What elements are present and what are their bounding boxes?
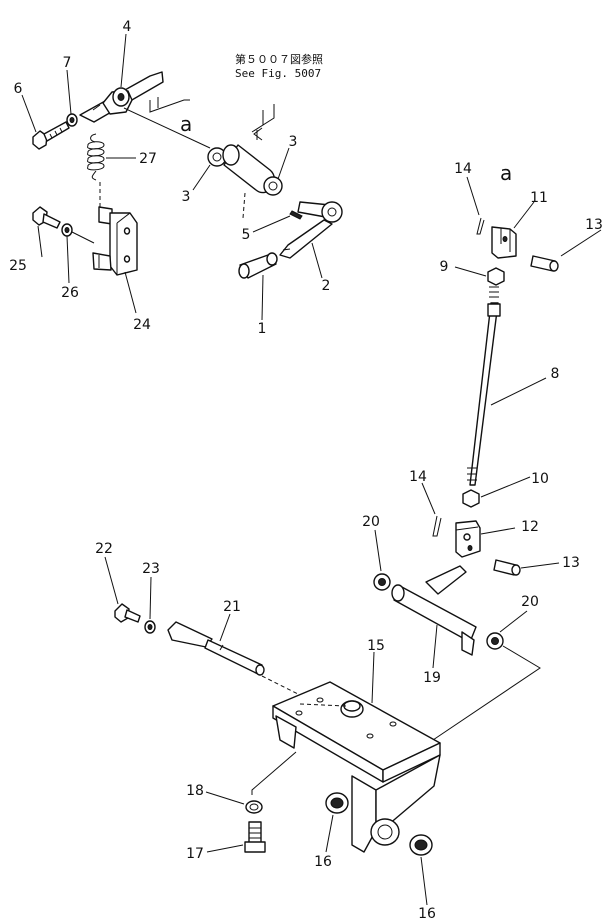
lever-4 <box>79 71 211 149</box>
callout-16-right: 16 <box>418 906 436 921</box>
callout-25: 25 <box>9 258 27 274</box>
shaft-lever-19 <box>391 565 477 656</box>
reference-note-en: See Fig. 5007 <box>235 67 321 80</box>
callout-3-left: 3 <box>182 189 191 205</box>
bolt-6 <box>32 121 70 150</box>
callout-21: 21 <box>223 599 241 615</box>
callout-1: 1 <box>258 321 267 337</box>
callout-27: 27 <box>139 151 157 167</box>
callout-20-right: 20 <box>521 594 539 610</box>
bracket-24 <box>92 206 138 276</box>
callout-13-top: 13 <box>585 217 603 233</box>
bolt-22 <box>114 603 141 623</box>
callout-9: 9 <box>440 259 449 275</box>
callout-5: 5 <box>242 227 251 243</box>
callout-24: 24 <box>133 317 151 333</box>
pin-13-top <box>530 255 559 272</box>
rod-8 <box>467 286 501 486</box>
callout-15: 15 <box>367 638 385 654</box>
callout-16-left: 16 <box>314 854 332 870</box>
callout-20-left: 20 <box>362 514 380 530</box>
bolt-17 <box>244 821 266 853</box>
bushing-20-right <box>429 632 541 743</box>
callout-10: 10 <box>531 471 549 487</box>
rod-21 <box>167 621 301 696</box>
cotter-pin-14-lower <box>432 515 442 537</box>
clevis-12 <box>455 520 481 558</box>
nut-10 <box>462 489 480 508</box>
callout-12: 12 <box>521 519 539 535</box>
callout-3-right: 3 <box>289 134 298 150</box>
washer-7 <box>66 113 78 127</box>
pin-5 <box>289 210 303 220</box>
linkage-shaft <box>251 104 275 141</box>
bushing-20-left <box>373 573 391 591</box>
clevis-11 <box>491 226 517 259</box>
callout-18: 18 <box>186 783 204 799</box>
callout-23: 23 <box>142 561 160 577</box>
callout-8: 8 <box>551 366 560 382</box>
callout-17: 17 <box>186 846 204 862</box>
washer-23 <box>144 620 156 634</box>
view-mark-a-right: a <box>500 161 512 185</box>
callout-11: 11 <box>530 190 548 206</box>
callout-26: 26 <box>61 285 79 301</box>
collar-3-right <box>263 176 283 196</box>
bracket-15 <box>251 681 441 853</box>
bolt-25 <box>32 206 61 229</box>
cotter-pin-14-top <box>476 217 485 235</box>
callout-labels: 1 2 3 3 4 5 6 7 8 9 10 11 12 13 13 14 14… <box>9 19 603 921</box>
callout-19: 19 <box>423 670 441 686</box>
shaft-1 <box>238 252 278 279</box>
leader-lines <box>21 33 602 906</box>
callout-6: 6 <box>14 81 23 97</box>
bushing-16-right <box>409 834 433 856</box>
washer-18 <box>245 800 263 814</box>
view-mark-a-left: a <box>180 112 192 136</box>
callout-4: 4 <box>123 19 132 35</box>
callout-14-top: 14 <box>454 161 472 177</box>
reference-note-jp: 第５００７図参照 <box>235 52 323 66</box>
spring-27 <box>87 133 105 208</box>
callout-13-lower: 13 <box>562 555 580 571</box>
callout-22: 22 <box>95 541 113 557</box>
lever-2 <box>279 201 343 259</box>
callout-7: 7 <box>63 55 72 71</box>
nut-9 <box>487 267 505 286</box>
callout-14-lower: 14 <box>409 469 427 485</box>
callout-2: 2 <box>322 278 331 294</box>
washer-26 <box>61 223 95 244</box>
pin-13-lower <box>493 559 521 576</box>
bushing-16-left <box>325 792 349 814</box>
